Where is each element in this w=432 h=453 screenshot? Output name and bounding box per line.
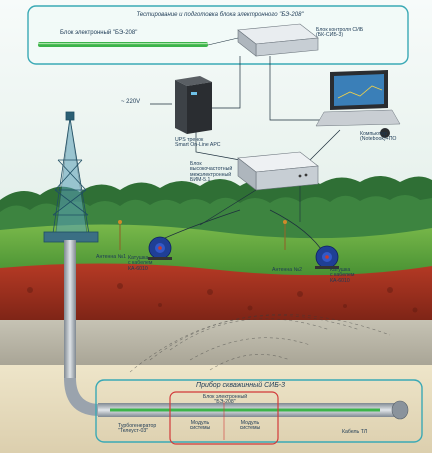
voltage-label: ~ 220V: [121, 99, 141, 105]
coil-2-line2: с кабелем: [330, 272, 355, 279]
downhole-device-title: Прибор скважинный СИБ-3: [196, 382, 285, 389]
antenna-1-graphic: [118, 220, 122, 250]
downhole-device-frame: [95, 379, 423, 443]
device-red-frame: [169, 391, 279, 445]
computer-label-line2: (Notebook)+ПО: [360, 136, 397, 143]
bim-block: [237, 151, 319, 191]
bk-sib-label: Блок контроля СИБ (БК-СИБ-3): [316, 27, 396, 39]
bk-sib-label-line2: (БК-СИБ-3): [316, 32, 344, 39]
well-pipe-bend: [64, 378, 100, 416]
computer-label: Компьютер (Notebook)+ПО: [360, 131, 420, 143]
cable-reel-1: [148, 236, 172, 260]
bk-sib-device: [237, 23, 319, 57]
bk-sib-label-line1: Блок контроля СИБ: [316, 27, 364, 33]
coil-2-line1: Катушка: [330, 267, 351, 273]
turbogenerator-line2: "Телеуст-03": [118, 428, 149, 435]
cable-reel-2: [315, 245, 339, 269]
antenna-2-label: Антенна №2: [272, 267, 303, 273]
downhole-be-line2: "БЭ-208": [214, 399, 236, 406]
red-soil-layer: [0, 263, 432, 322]
coil-1-line1: Катушка: [128, 255, 149, 261]
signal-waves: [129, 314, 391, 373]
antenna-1-label: Антенна №1: [96, 254, 127, 260]
bim-label-line3: межэлектронный: [190, 171, 232, 178]
turbogenerator-label: Турбогенератор "Телеуст-03": [118, 423, 170, 435]
antenna-2-graphic: [283, 220, 287, 250]
ups-label-line2: Smart On-Line APC: [175, 142, 221, 149]
computer-label-line1: Компьютер: [360, 131, 387, 137]
coil-1-line3: КА-6010: [128, 265, 148, 272]
bim-label: Блок высокочастотный межэлектронный БИМ-…: [190, 161, 240, 184]
be208-tool: [38, 42, 208, 47]
downhole-be-line1: Блок электронный: [202, 394, 248, 400]
module-2-label: Модуль системы: [239, 420, 261, 432]
well-pipe-vertical: [64, 240, 76, 380]
ups-unit: [175, 76, 212, 134]
bim-label-line2: высокочастотный: [190, 166, 233, 173]
coil-2-line3: КА-6010: [330, 277, 350, 284]
cable-label: Кабель ТЛ: [342, 429, 368, 435]
coil-1-line2: с кабелем: [128, 260, 153, 267]
bim-label-line4: БИМ-5.1: [190, 177, 211, 184]
bim-label-line1: Блок: [190, 161, 202, 167]
coil-1-label: Катушка с кабелем КА-6010: [128, 255, 168, 272]
module-1-label: Модуль системы: [189, 420, 211, 432]
coil-2-label: Катушка с кабелем КА-6010: [330, 267, 370, 284]
laptop: [315, 70, 401, 138]
turbogenerator-line1: Турбогенератор: [118, 423, 157, 429]
be208-label: Блок электронный "БЭ-208": [60, 30, 138, 36]
downhole-be-label: Блок электронный "БЭ-208": [198, 394, 252, 406]
ups-label: UPS тренок Smart On-Line APC: [175, 137, 245, 149]
ups-label-line1: UPS тренок: [175, 137, 204, 143]
testing-panel-title: Тестирование и подготовка блока электрон…: [136, 12, 304, 18]
drill-bit: [391, 400, 409, 420]
